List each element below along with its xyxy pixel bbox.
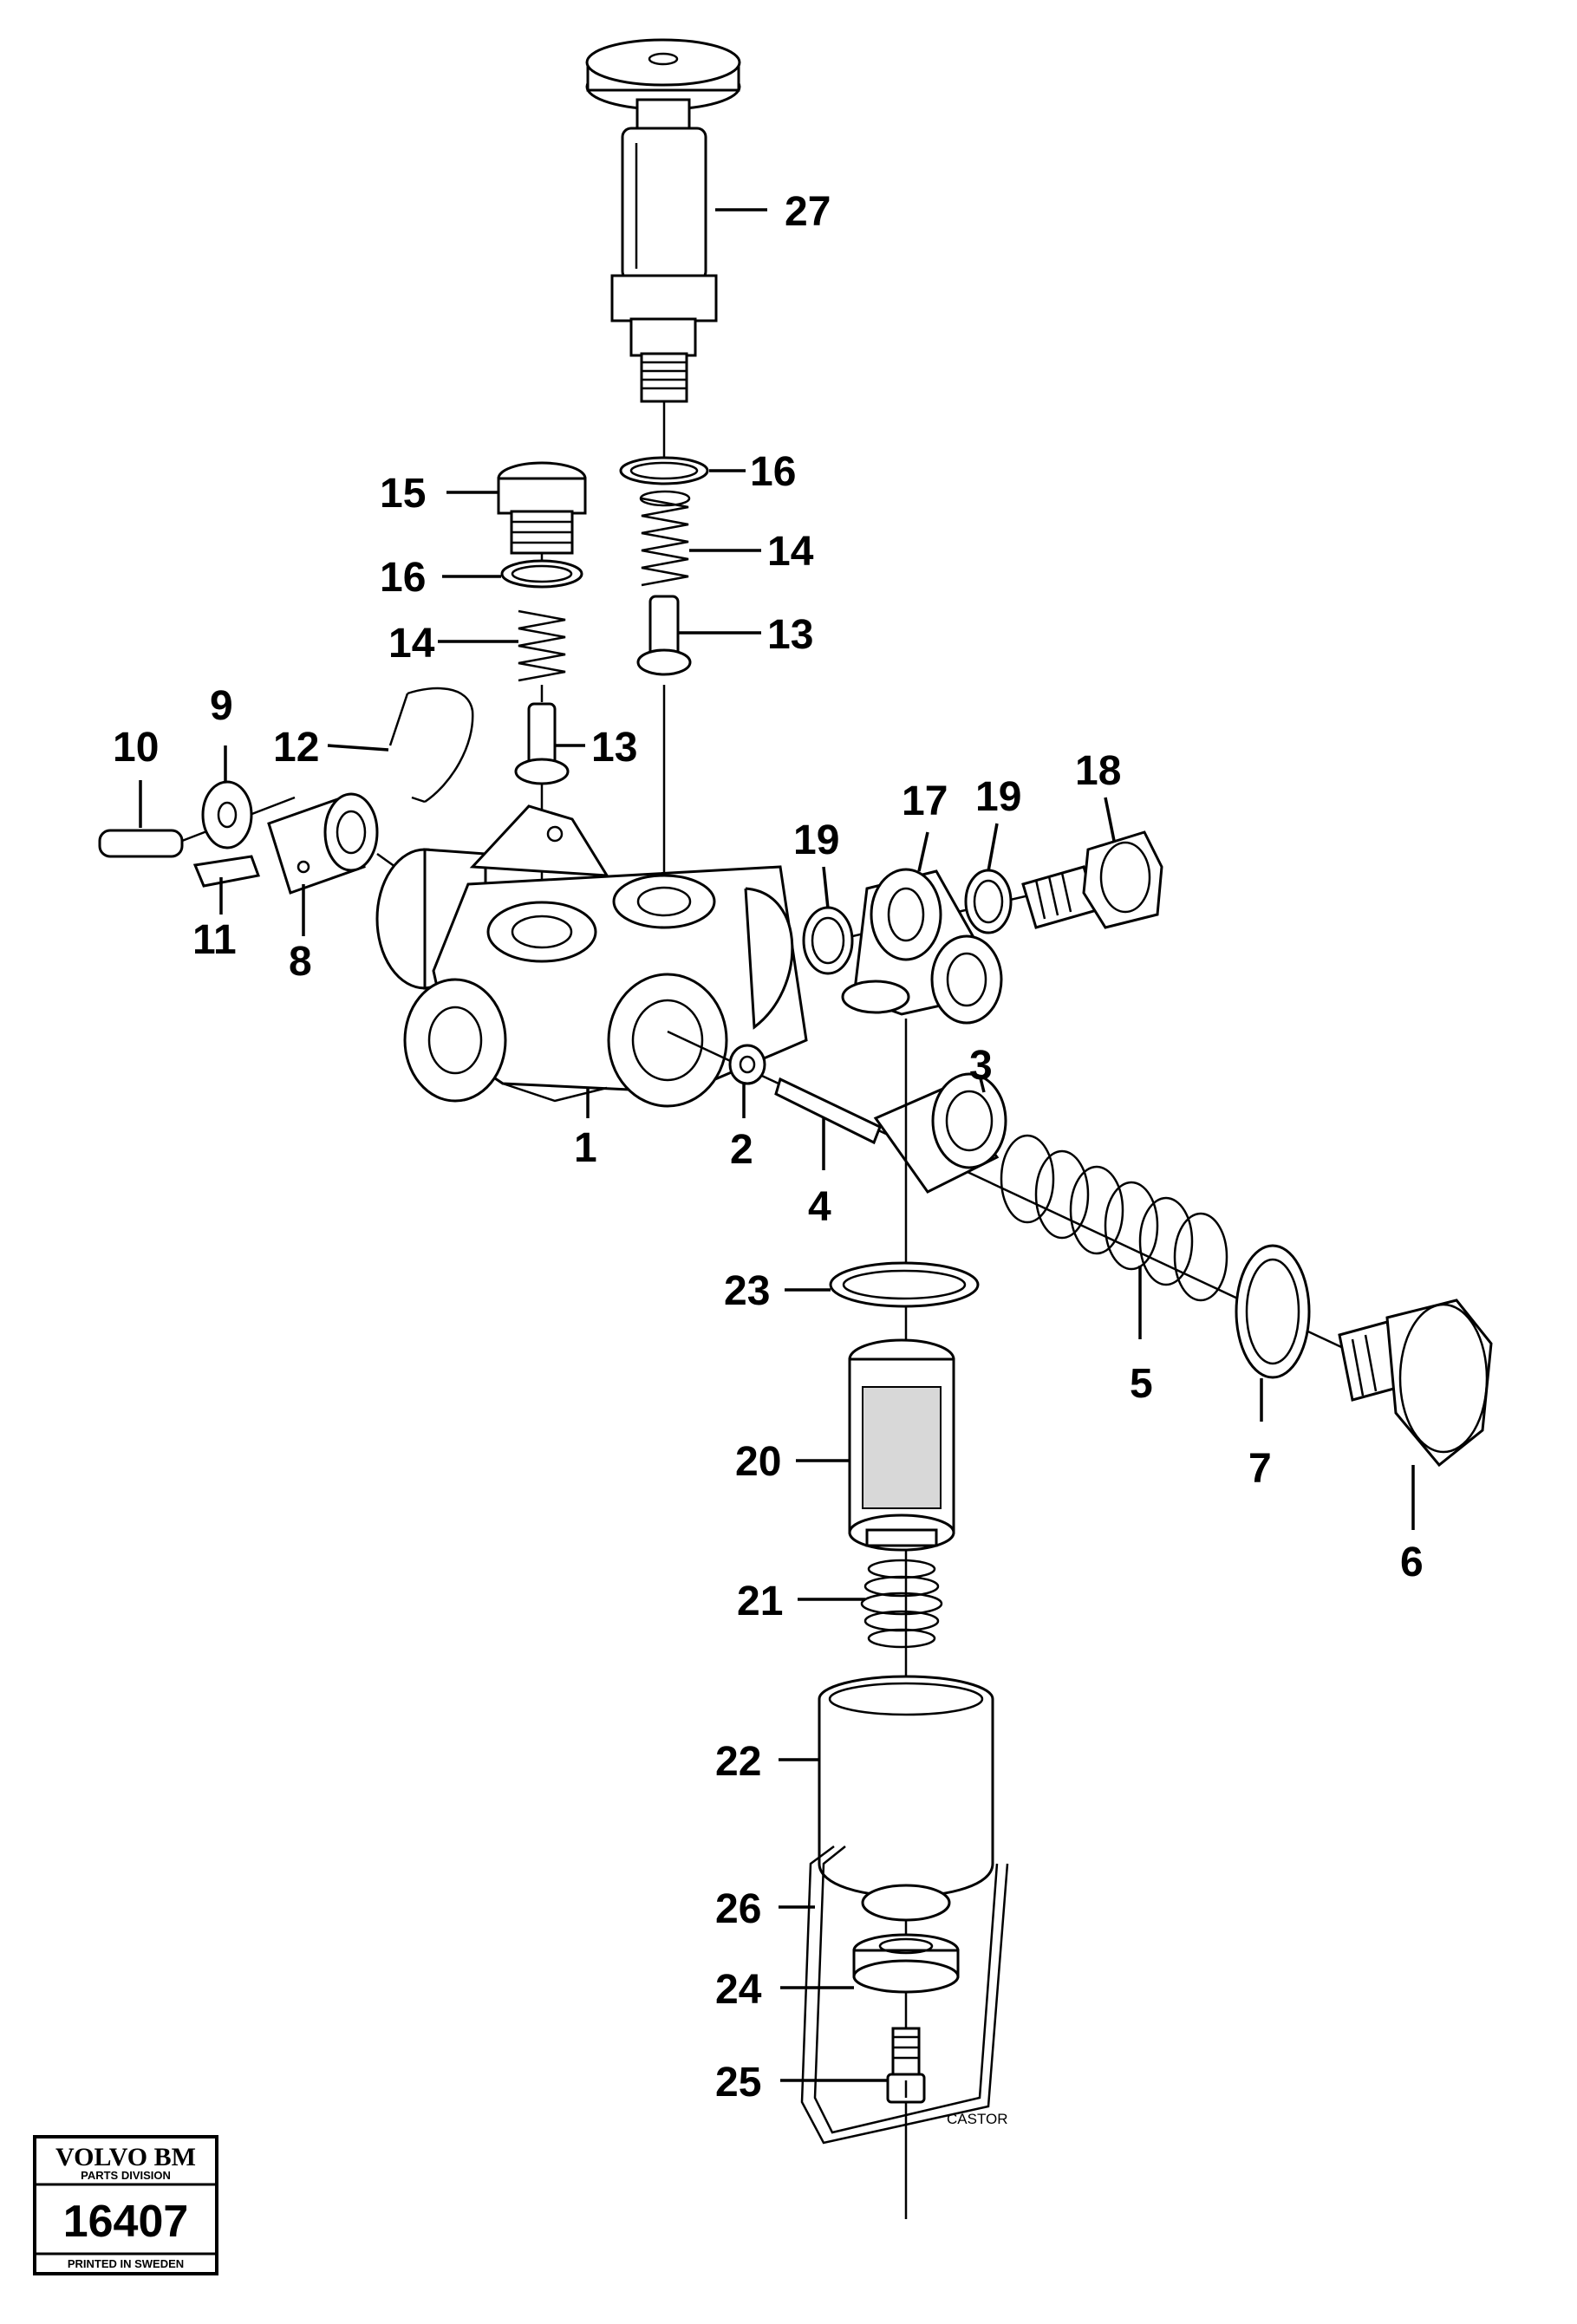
callout-21: 21 xyxy=(737,1579,783,1624)
part-16-washer-upper xyxy=(619,456,709,485)
callout-22: 22 xyxy=(715,1739,761,1785)
callout-18: 18 xyxy=(1075,748,1121,794)
callout-14: 14 xyxy=(767,529,814,575)
callout-24: 24 xyxy=(715,1967,762,2013)
part-23-o-ring xyxy=(829,1261,980,1308)
part-17-banjo xyxy=(841,868,1003,1025)
part-14-spring-lower xyxy=(518,609,566,682)
part-20-filter xyxy=(848,1338,955,1552)
callout-12: 12 xyxy=(273,725,319,771)
stamp-footer: PRINTED IN SWEDEN xyxy=(68,2257,184,2270)
part-14-spring-upper xyxy=(639,490,691,587)
part-15-plug xyxy=(497,461,587,555)
callout-27: 27 xyxy=(785,189,831,235)
leader-lines xyxy=(139,208,1415,2082)
stamp-brand: VOLVO BM xyxy=(55,2143,196,2171)
stamp-number: 16407 xyxy=(63,2197,189,2247)
callout-labels: 27 16 14 13 15 16 14 13 10 9 12 11 8 19 … xyxy=(113,189,1424,2106)
part-16-washer-lower xyxy=(500,559,583,589)
part-8-tappet xyxy=(267,792,379,895)
volvo-bm-stamp: VOLVO BM PARTS DIVISION 16407 PRINTED IN… xyxy=(33,2135,218,2275)
callout-6: 6 xyxy=(1400,1540,1424,1585)
part-3-piston xyxy=(873,1072,1007,1194)
part-11-key xyxy=(192,855,261,888)
part-13-valve-lower xyxy=(514,702,570,785)
part-12-clip xyxy=(388,687,474,804)
part-18-banjo-bolt xyxy=(1021,830,1163,929)
part-19-washer-left xyxy=(802,906,854,975)
part-9-roller xyxy=(201,780,253,850)
callout-19: 19 xyxy=(793,817,839,863)
callout-13: 13 xyxy=(591,725,637,771)
part-4-piston-rod xyxy=(774,1077,882,1145)
callout-13: 13 xyxy=(767,612,813,658)
callout-15: 15 xyxy=(380,471,426,517)
callout-19: 19 xyxy=(975,774,1021,820)
part-19-washer-right xyxy=(964,869,1013,934)
callout-7: 7 xyxy=(1248,1446,1272,1492)
part-13-valve-upper xyxy=(636,595,692,676)
callout-3: 3 xyxy=(969,1043,993,1089)
callout-23: 23 xyxy=(724,1268,770,1314)
part-1-pump-body xyxy=(375,804,808,1108)
part-6-plug xyxy=(1338,1299,1493,1468)
part-21-spring xyxy=(860,1559,943,1649)
callout-2: 2 xyxy=(730,1127,753,1173)
part-2-ball xyxy=(728,1044,766,1085)
callout-4: 4 xyxy=(808,1184,831,1230)
callout-9: 9 xyxy=(210,683,233,729)
part-25-drain-screw xyxy=(886,2027,926,2104)
callout-1: 1 xyxy=(574,1125,597,1171)
stamp-division: PARTS DIVISION xyxy=(81,2169,171,2182)
part-24-nut xyxy=(852,1933,960,1994)
callout-11: 11 xyxy=(192,917,237,963)
callout-8: 8 xyxy=(289,939,312,985)
part-7-washer xyxy=(1235,1244,1311,1379)
callout-25: 25 xyxy=(715,2060,761,2106)
callout-16: 16 xyxy=(750,449,796,495)
callout-10: 10 xyxy=(113,725,159,771)
part-22-bowl xyxy=(818,1675,994,1922)
part-5-spring xyxy=(1000,1134,1228,1302)
callout-14: 14 xyxy=(388,621,435,667)
callout-16: 16 xyxy=(380,555,426,601)
callout-5: 5 xyxy=(1130,1361,1153,1407)
part-27-hand-primer xyxy=(585,38,741,403)
callout-17: 17 xyxy=(902,778,948,824)
part-10-pin xyxy=(98,829,184,858)
callout-20: 20 xyxy=(735,1439,781,1485)
part-26-bracket xyxy=(800,1845,1009,2145)
callout-26: 26 xyxy=(715,1886,761,1932)
caption-castor: CASTOR xyxy=(947,2111,1008,2127)
